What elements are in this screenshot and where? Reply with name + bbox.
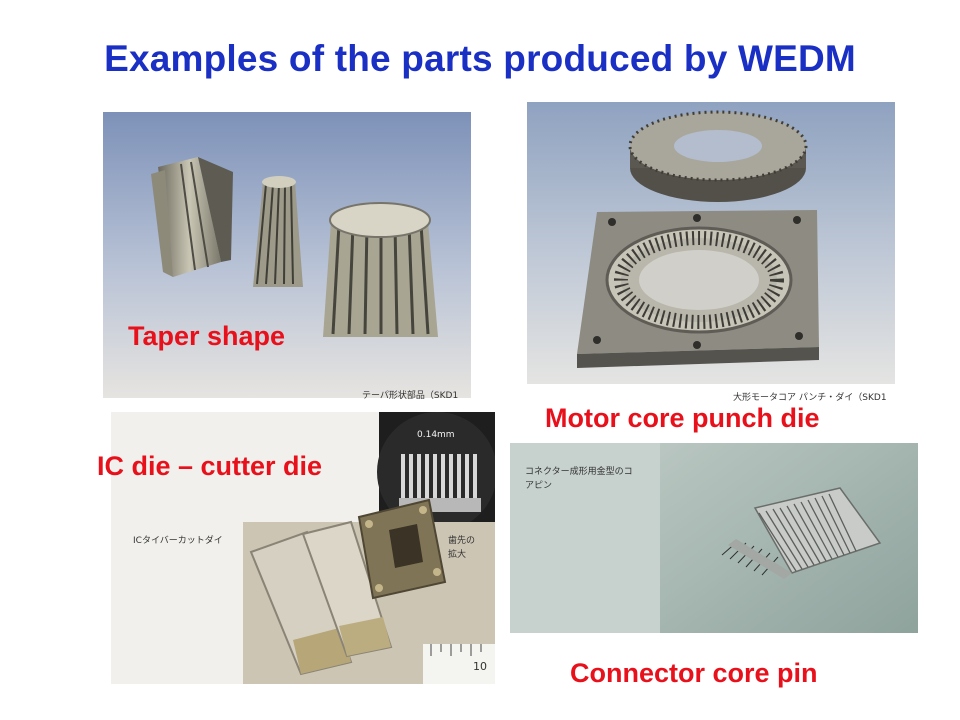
connector-japanese-caption: コネクター成形用金型のコアピン — [525, 467, 633, 491]
motor-core-photo — [527, 102, 895, 384]
connector-core-pin-caption: Connector core pin — [570, 658, 818, 688]
inset-side-label: 歯先の拡大 — [448, 536, 476, 560]
ruler-label: 10 — [473, 660, 487, 673]
inset-dimension-label: 0.14mm — [417, 430, 455, 440]
motor-core-caption: Motor core punch die — [545, 403, 820, 433]
ic-die-japanese-caption: ICタイバーカットダイ — [133, 536, 223, 546]
ic-die-photo: 0.14mm 歯先の拡大 10 ICタイバーカットダイ — [111, 412, 495, 684]
slide-title: Examples of the parts produced by WEDM — [104, 38, 856, 79]
taper-shape-photo — [103, 112, 471, 398]
ic-die-caption: IC die – cutter die — [97, 451, 323, 481]
motor-core-japanese-caption: 大形モータコア パンチ・ダイ（SKD1 — [733, 393, 887, 403]
taper-shape-japanese-caption: テーパ形状部品（SKD1 — [362, 391, 459, 401]
connector-core-pin-photo: コネクター成形用金型のコアピン — [510, 443, 918, 633]
taper-shape-caption: Taper shape — [128, 321, 286, 351]
